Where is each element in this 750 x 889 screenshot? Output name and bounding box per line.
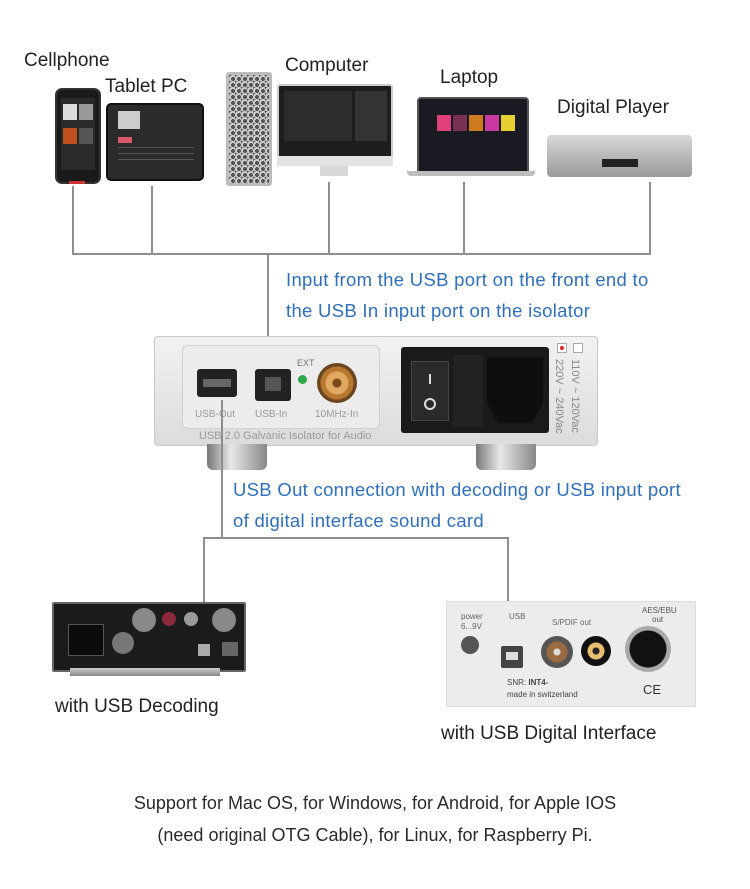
ext-label: EXT: [297, 358, 315, 368]
xlr-aes-port[interactable]: [625, 626, 671, 672]
usb-digital-interface-device: power 6...9V USB S/PDIF out AES/EBU out …: [446, 601, 696, 707]
power-switch[interactable]: [411, 361, 449, 421]
connector-line-to-isolator: [267, 253, 269, 349]
spdif-label: S/PDIF out: [552, 618, 592, 627]
usb-out-port[interactable]: [197, 369, 237, 397]
ext-led: [298, 375, 307, 384]
power-label: power: [461, 612, 483, 621]
snr-value: INT4-: [528, 678, 549, 687]
footer-support-line2: (need original OTG Cable), for Linux, fo…: [157, 825, 593, 845]
annotation-input-line1: Input from the USB port on the front end…: [286, 269, 649, 290]
caption-usb-digital-interface: with USB Digital Interface: [441, 723, 657, 744]
usb-in-label: USB-In: [255, 409, 288, 420]
isolator-foot-right: [476, 444, 536, 470]
usb-port-label: USB: [509, 612, 526, 621]
digital-player-image: [547, 135, 692, 177]
isolator-foot-left: [207, 444, 267, 470]
annotation-input-line2: the USB In input port on the isolator: [286, 300, 591, 321]
usb-decoder-device: [52, 602, 246, 672]
tablet-image: [106, 103, 204, 181]
computer-image: [277, 84, 393, 180]
made-in-label: made in switzerland: [507, 690, 578, 699]
connector-line-to-interface: [507, 537, 509, 637]
label-tablet: Tablet PC: [105, 76, 188, 97]
connector-line-cellphone: [72, 186, 74, 254]
usb-out-label: USB-Out: [195, 409, 236, 420]
voltage-checkbox-110[interactable]: [573, 343, 583, 353]
spdif-rca[interactable]: [581, 636, 611, 666]
connector-line-to-decoder: [203, 537, 205, 637]
cellphone-image: [55, 88, 101, 184]
snr-label: SNR: INT4-: [507, 678, 548, 687]
annotation-output-line2: of digital interface sound card: [233, 510, 484, 531]
bnc-10mhz-port[interactable]: [317, 363, 357, 403]
label-laptop: Laptop: [440, 67, 499, 88]
annotation-output-line1: USB Out connection with decoding or USB …: [233, 479, 681, 500]
10mhz-label: 10MHz-In: [315, 409, 359, 420]
footer-support-line1: Support for Mac OS, for Windows, for And…: [133, 793, 617, 813]
caption-usb-decoding: with USB Decoding: [55, 696, 219, 717]
aes-out-label: out: [652, 615, 664, 624]
tower-computer-image: [226, 72, 272, 186]
voltage-label-110: 110V ~ 120Vac: [569, 359, 581, 433]
laptop-image: [407, 97, 535, 181]
voltage-label-220: 220V ~ 240Vac: [553, 359, 565, 434]
label-cellphone: Cellphone: [24, 50, 110, 71]
connector-bus-bottom: [203, 537, 508, 539]
power-range-label: 6...9V: [461, 622, 482, 631]
spdif-bnc[interactable]: [541, 636, 573, 668]
usb-in-port[interactable]: [255, 369, 291, 401]
aes-label: AES/EBU: [642, 606, 677, 615]
voltage-checkbox-220[interactable]: [557, 343, 567, 353]
decoder-feet: [70, 668, 220, 676]
label-computer: Computer: [285, 55, 369, 76]
connector-bus-top: [72, 253, 651, 255]
product-name: USB 2.0 Galvanic Isolator for Audio: [199, 430, 372, 442]
snr-text: SNR:: [507, 678, 527, 687]
power-module: [401, 347, 549, 433]
connector-line-computer: [328, 182, 330, 254]
power-jack: [461, 636, 479, 654]
ce-mark: CE: [643, 682, 662, 697]
connector-line-tablet: [151, 186, 153, 254]
connector-line-from-isolator: [221, 400, 223, 538]
connector-line-player: [649, 182, 651, 254]
isolator-device: EXT USB-Out USB-In 10MHz-In USB 2.0 Galv…: [154, 336, 598, 446]
iec-power-inlet: [487, 357, 543, 423]
usb-b-port[interactable]: [501, 646, 523, 668]
label-digital-player: Digital Player: [557, 97, 669, 118]
connector-line-laptop: [463, 182, 465, 254]
